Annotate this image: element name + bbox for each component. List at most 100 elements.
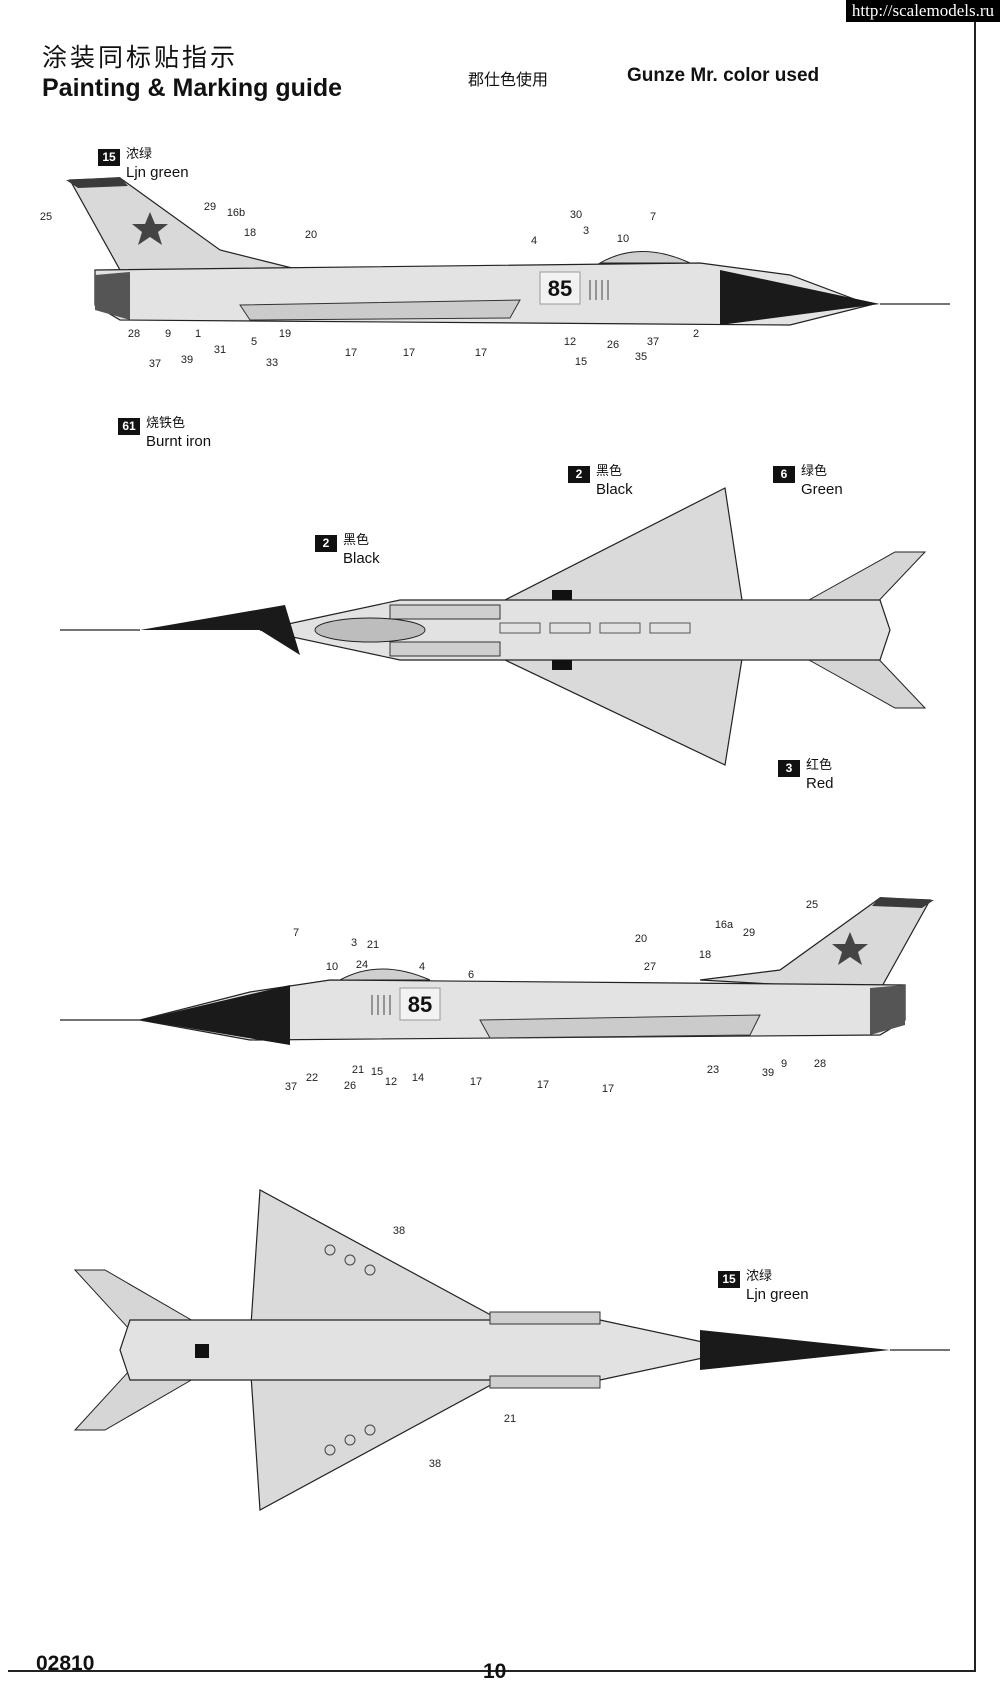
callout-number: 1 [195,328,201,340]
callout-number: 17 [403,347,415,359]
callout-number: 3 [583,225,589,237]
callout-number: 10 [326,961,338,973]
paint-brand-cn: 郡仕色使用 [468,70,549,89]
page-frame [8,10,976,1672]
red-star-insignia [832,932,868,965]
callout-number: 37 [285,1081,297,1093]
color-number: 61 [118,418,140,435]
color-number: 6 [773,466,795,483]
callout-number: 22 [306,1072,318,1084]
callout-number: 14 [412,1072,424,1084]
nose-cone [720,270,880,325]
callout-number: 18 [244,227,256,239]
color-name-cn: 浓绿 [126,147,153,162]
callout-number: 10 [617,233,629,245]
color-number: 3 [778,760,800,777]
tail-number: 85 [408,992,432,1017]
red-star-insignia [132,212,168,245]
page-number: 10 [483,1660,507,1683]
paint-brand: Gunze Mr. color used [627,65,820,86]
callout-number: 15 [575,356,587,368]
color-number: 15 [98,149,120,166]
nose-cone [140,985,290,1045]
color-key-red: 3 红色 Red [778,757,834,793]
callout-number: 16b [227,207,245,219]
watermark-url: http://scalemodels.ru [845,0,1000,22]
callout-number: 4 [419,961,425,973]
callout-number: 33 [266,357,278,369]
color-key-ljn-green-top: 15 浓绿 Ljn green [98,146,189,182]
callout-number: 35 [635,351,647,363]
nose-cone-top [140,605,300,655]
callout-number: 17 [475,347,487,359]
callout-number: 18 [699,949,711,961]
callout-number: 9 [781,1058,787,1070]
fin-tip-green [872,897,934,908]
color-number: 2 [315,535,337,552]
callout-number: 21 [352,1064,364,1076]
callout-number: 37 [149,358,161,370]
page-title: Painting & Marking guide [42,74,343,102]
callout-number: 17 [537,1079,549,1091]
callout-number: 17 [345,347,357,359]
callout-number: 38 [393,1225,405,1237]
fin-tip-green [66,177,128,188]
aircraft-top-view [60,487,927,766]
color-name-cn: 黑色 [343,533,370,548]
callout-number: 37 [647,336,659,348]
color-name-cn: 烧铁色 [146,416,186,431]
callout-number: 7 [293,927,299,939]
color-name-cn: 红色 [806,758,833,773]
callout-number: 9 [165,328,171,340]
callout-number: 2 [693,328,699,340]
callout-number: 21 [504,1413,516,1425]
callout-number: 17 [470,1076,482,1088]
callout-number: 28 [814,1058,826,1070]
color-name: Green [801,481,843,498]
callout-number: 6 [468,969,474,981]
color-name: Black [343,550,380,567]
callout-number: 4 [531,235,537,247]
color-name-cn: 浓绿 [746,1269,773,1284]
color-name: Black [596,481,633,498]
callout-number: 26 [344,1080,356,1092]
color-key-black-nose: 2 黑色 Black [315,532,380,568]
aircraft-bottom-view: 38 38 21 [73,1189,950,1511]
color-name-cn: 黑色 [596,464,623,479]
callout-number: 17 [602,1083,614,1095]
callout-number: 26 [607,339,619,351]
callout-number: 28 [128,328,140,340]
callout-number: 7 [650,211,656,223]
callout-number: 20 [305,229,317,241]
color-key-green: 6 绿色 Green [773,463,843,499]
callout-number: 30 [570,209,582,221]
callout-number: 25 [40,211,52,223]
callout-number: 12 [564,336,576,348]
callout-number: 39 [762,1067,774,1079]
color-number: 15 [718,1271,740,1288]
callout-number: 39 [181,354,193,366]
color-name-cn: 绿色 [801,464,828,479]
nose-cone-bottom [700,1330,890,1370]
callout-number: 21 [367,939,379,951]
color-name: Ljn green [126,164,189,181]
kit-code: 02810 [36,1652,95,1675]
color-key-burnt-iron: 61 烧铁色 Burnt iron [118,415,211,451]
color-name: Red [806,775,834,792]
callout-number: 24 [356,959,368,971]
color-name: Burnt iron [146,433,212,450]
page-title-cn: 涂装同标贴指示 [42,43,239,72]
callout-number: 3 [351,937,357,949]
callout-number: 29 [743,927,755,939]
callout-number: 23 [707,1064,719,1076]
callout-number: 31 [214,344,226,356]
callout-number: 27 [644,961,656,973]
callout-number: 15 [371,1066,383,1078]
callout-number: 25 [806,899,818,911]
callout-number: 20 [635,933,647,945]
callout-number: 38 [429,1458,441,1470]
